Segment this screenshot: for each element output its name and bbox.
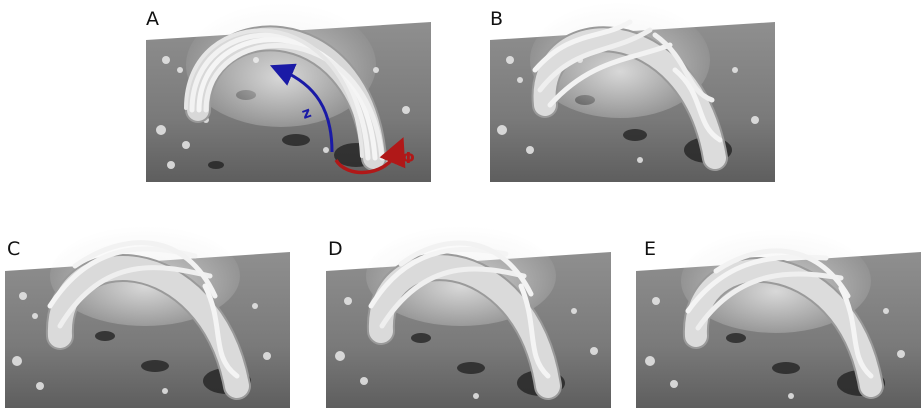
panel-a: z Φ A [146, 0, 431, 182]
azimuthal-arrow [334, 137, 406, 175]
magnetogram-speckle [645, 297, 905, 399]
magnetogram-speckle [12, 292, 271, 394]
panel-b-figure [490, 2, 775, 182]
axial-arrow [269, 63, 334, 153]
flux-rope [366, 240, 562, 400]
magnetogram-speckle [335, 297, 598, 399]
panel-a-label: A [146, 8, 159, 30]
panel-d-figure [326, 226, 611, 408]
flux-rope [682, 248, 884, 399]
panel-b: B [490, 0, 775, 182]
panel-a-figure: z Φ [146, 3, 431, 182]
flux-rope [184, 25, 387, 171]
magnetogram-speckle [497, 56, 759, 163]
panel-c-figure [5, 226, 290, 408]
panel-e: E [636, 226, 921, 408]
flux-rope [45, 240, 251, 400]
azimuthal-label: Φ [402, 149, 415, 167]
panel-d: D [326, 226, 611, 408]
panel-c: C [5, 226, 290, 408]
panel-b-label: B [490, 8, 504, 30]
panel-e-figure [636, 229, 921, 408]
panel-c-label: C [7, 238, 21, 260]
panel-e-label: E [644, 238, 657, 260]
panel-d-label: D [328, 238, 343, 260]
flux-rope [531, 19, 728, 171]
